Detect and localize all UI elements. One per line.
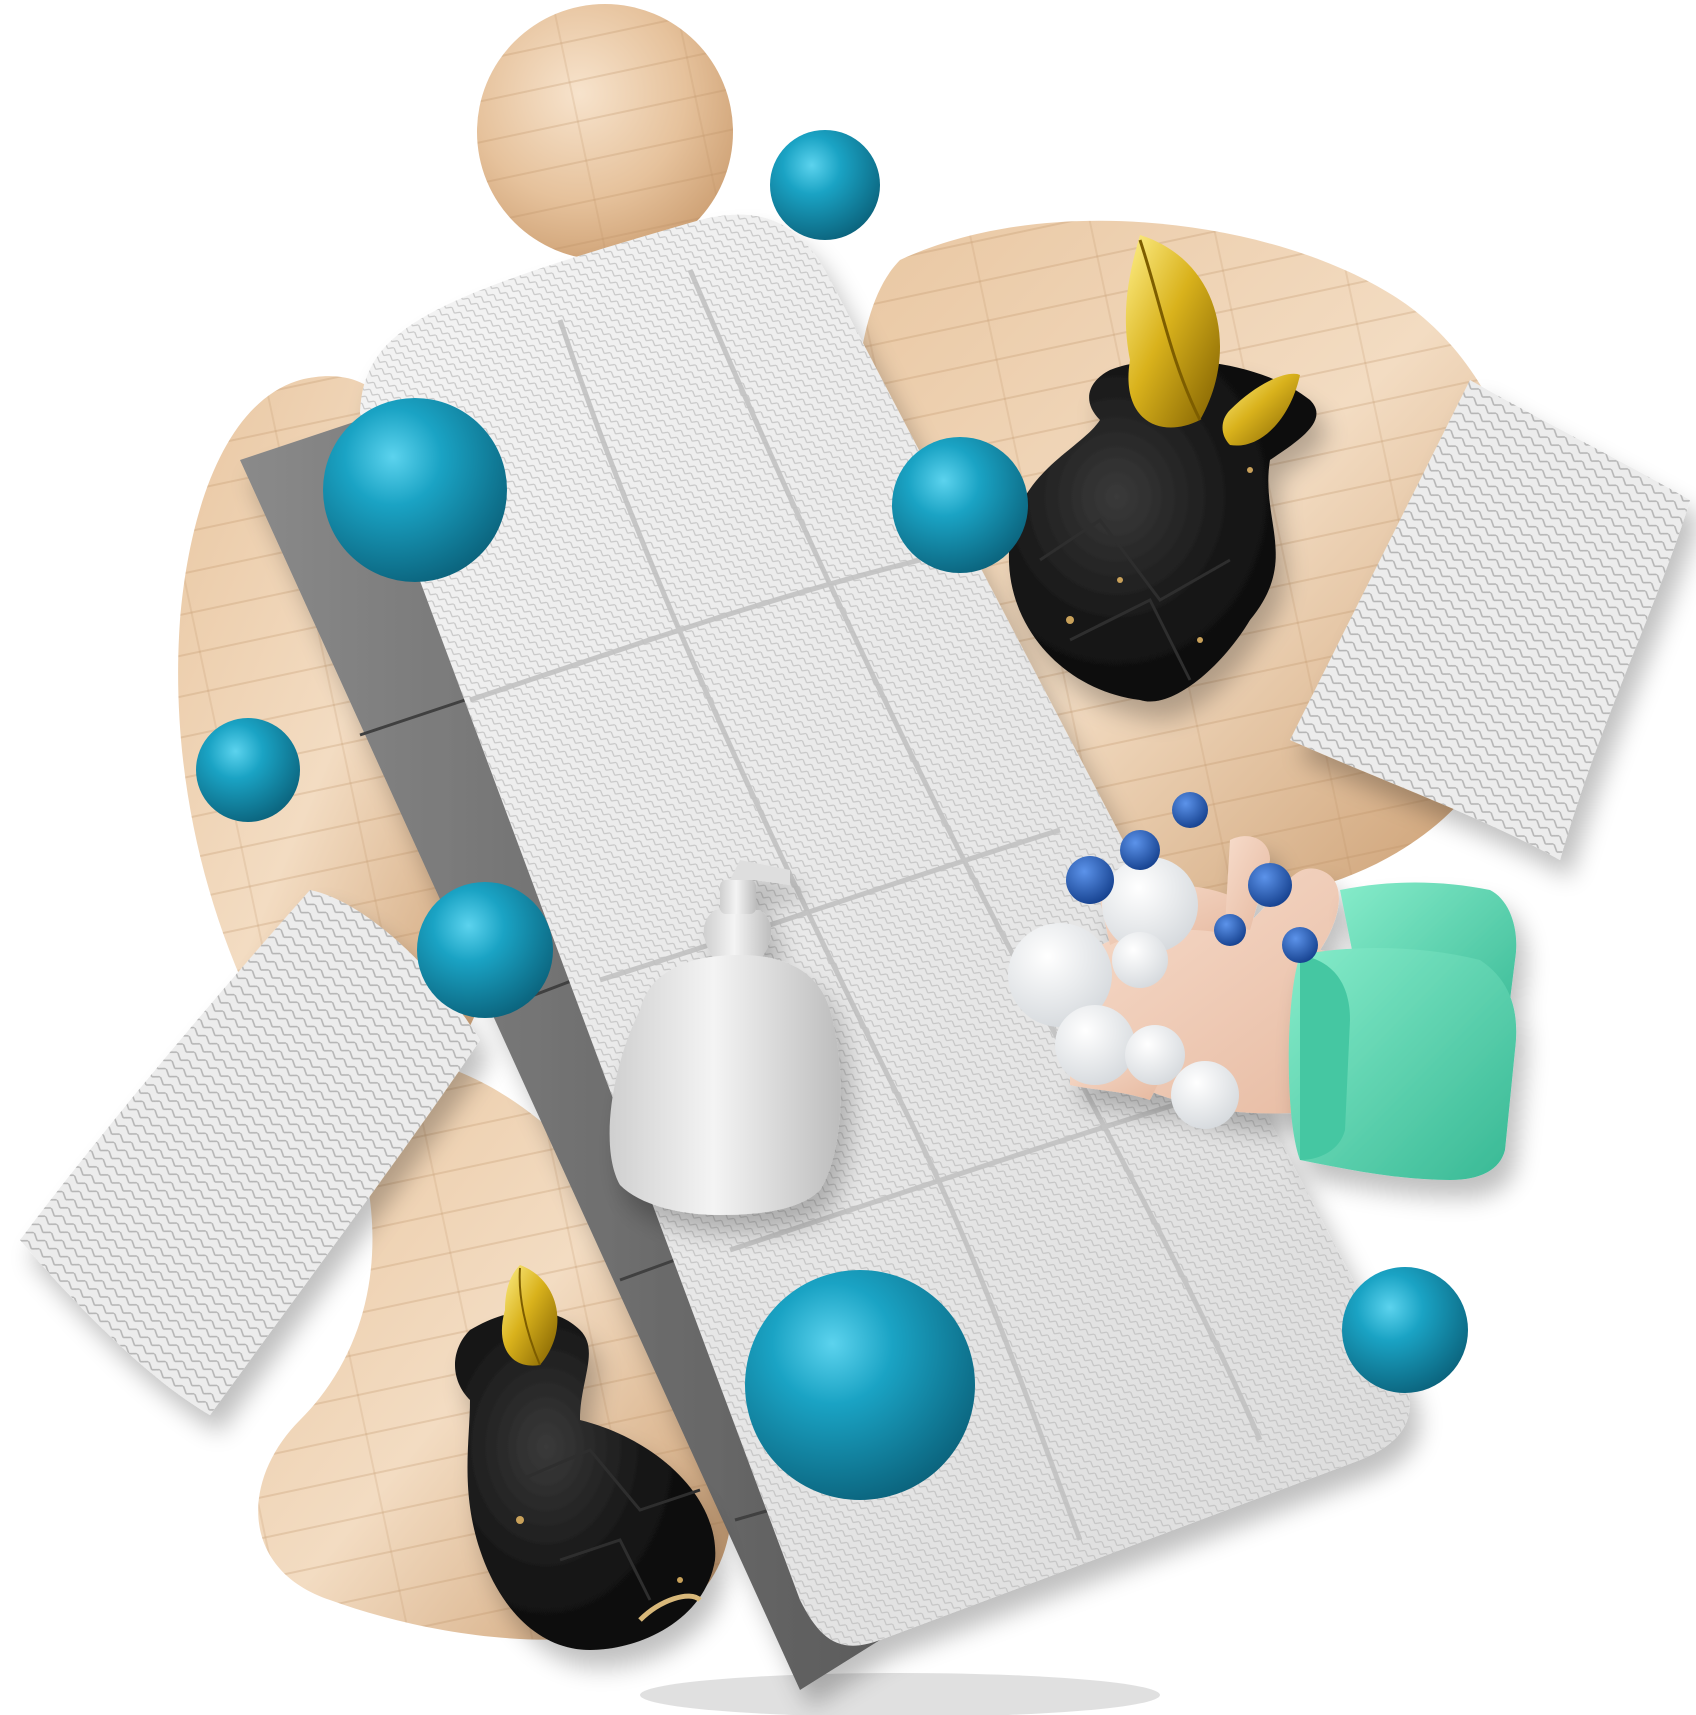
gold-leaf-top: [1125, 235, 1300, 446]
teal-sphere: [892, 437, 1028, 573]
teal-spheres: [196, 130, 1468, 1500]
soap-bubble: [1282, 927, 1318, 963]
soap-bubble: [1125, 1025, 1185, 1085]
ground-shadow: [640, 1673, 1160, 1715]
teal-sphere: [196, 718, 300, 822]
pillow-right: [1290, 380, 1690, 860]
soap-bubble: [1172, 792, 1208, 828]
teal-sphere: [323, 398, 507, 582]
teal-sphere: [1342, 1267, 1468, 1393]
soap-bubble: [1171, 1061, 1239, 1129]
mint-sleeve: [1288, 882, 1517, 1180]
soap-bubble: [1248, 863, 1292, 907]
soap-bubbles: [1008, 792, 1318, 1129]
teal-sphere: [770, 130, 880, 240]
soap-bubble: [1214, 914, 1246, 946]
gold-leaf-bottom: [501, 1265, 558, 1366]
soap-bubble: [1055, 1005, 1135, 1085]
teal-sphere: [745, 1270, 975, 1500]
soap-bubble: [1120, 830, 1160, 870]
soap-bubble: [1066, 856, 1114, 904]
soap-dispenser: [609, 860, 841, 1215]
soap-bubble: [1102, 857, 1198, 953]
soap-bubble: [1112, 932, 1168, 988]
black-vase-bottom: [455, 1311, 716, 1650]
mattress: [240, 214, 1410, 1690]
teal-sphere: [417, 882, 553, 1018]
soap-bubble: [1008, 923, 1112, 1027]
pillow-left: [20, 890, 480, 1415]
